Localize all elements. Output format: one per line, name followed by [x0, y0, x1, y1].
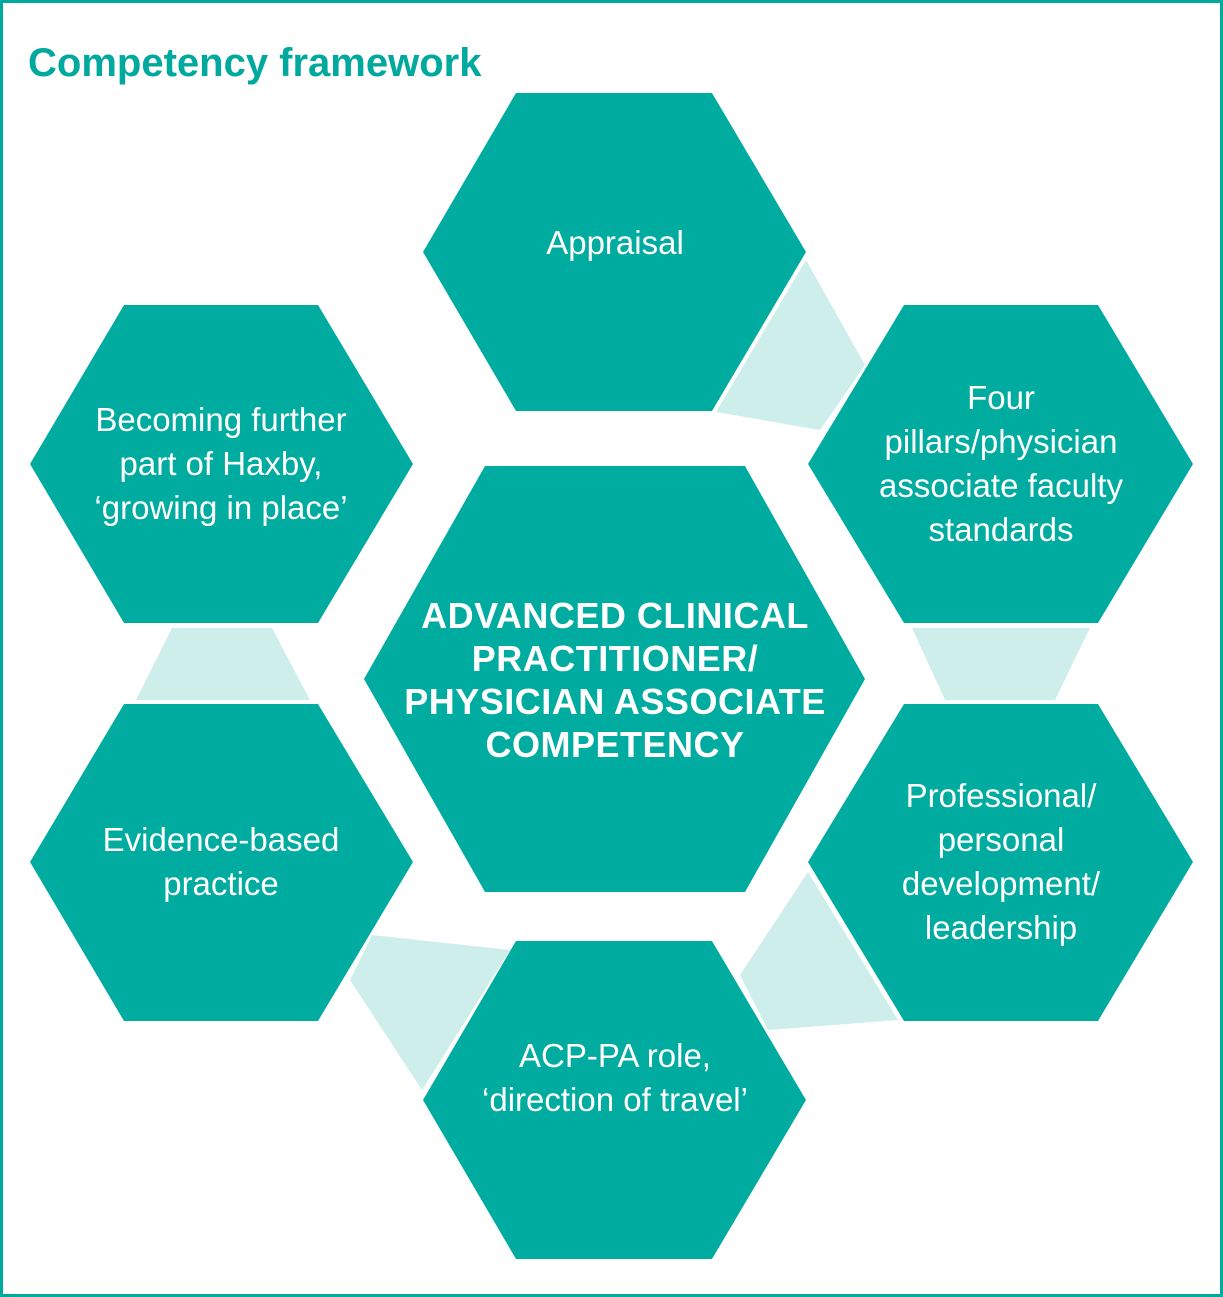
hexagon-four-pillars — [808, 305, 1193, 623]
connector-four-pillars-to-professional — [912, 628, 1090, 700]
connector-appraisal-to-four-pillars — [716, 260, 865, 430]
hexagon-professional-development — [808, 704, 1193, 1021]
label-professional-development: Professional/ personal development/ lead… — [901, 777, 1101, 946]
label-center: ADVANCED CLINICAL PRACTITIONER/ PHYSICIA… — [404, 595, 826, 765]
label-four-pillars: Four pillars/physician associate faculty… — [879, 379, 1123, 548]
hexagon-appraisal — [423, 93, 806, 411]
hexagon-center — [364, 466, 865, 892]
hexagon-becoming-part-of-haxby — [30, 305, 413, 623]
hexagon-evidence-based-practice — [30, 704, 413, 1021]
diagram-title: Competency framework — [28, 41, 482, 85]
label-appraisal: Appraisal — [546, 224, 684, 261]
label-evidence-based-practice: Evidence-based practice — [102, 821, 340, 902]
connector-professional-to-acp — [740, 872, 898, 1030]
label-becoming-part-of-haxby: Becoming further part of Haxby, ‘growing… — [94, 401, 348, 526]
hexagon-acp-pa-role — [423, 941, 806, 1259]
connector-acp-to-evidence — [350, 935, 510, 1090]
label-acp-pa-role: ACP-PA role, ‘direction of travel’ — [482, 1037, 748, 1118]
connector-evidence-to-becoming — [136, 628, 310, 700]
